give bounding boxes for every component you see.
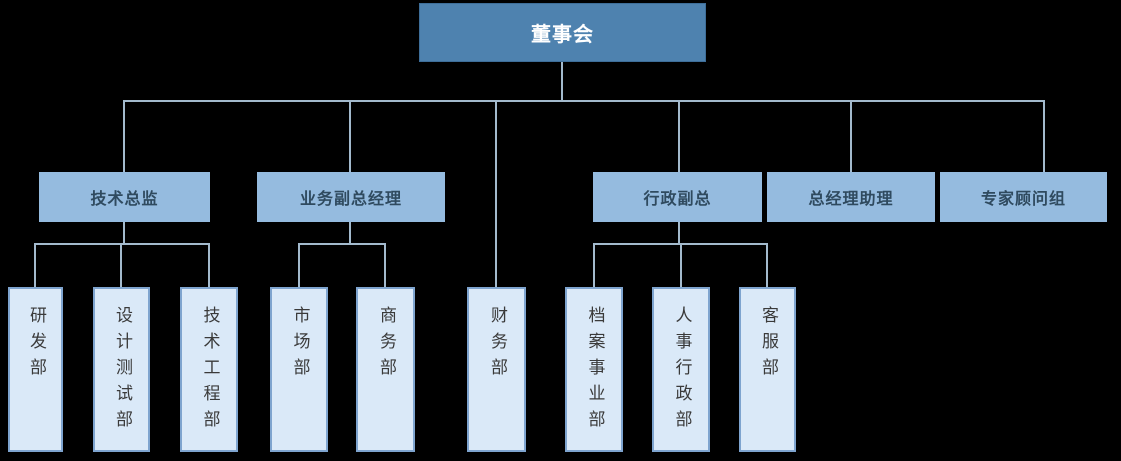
connector-drop-rd-dept — [34, 243, 36, 287]
node-customer-service-dept-label: 客服部 — [758, 306, 778, 384]
node-rd-dept-label: 研发部 — [26, 306, 46, 384]
connector-stem-tech-director — [123, 222, 125, 245]
node-tech-director[interactable]: 技术总监 — [39, 172, 210, 222]
node-board-label: 董事会 — [531, 22, 594, 46]
node-design-test-dept[interactable]: 设计测试部 — [93, 287, 150, 452]
connector-drop-tech-director — [123, 100, 125, 172]
connector-main-trunk — [123, 100, 1045, 102]
node-marketing-dept-label: 市场部 — [289, 306, 310, 384]
connector-stem-admin-deputy — [678, 222, 680, 245]
node-gm-assistant[interactable]: 总经理助理 — [767, 172, 935, 222]
node-marketing-dept[interactable]: 市场部 — [270, 287, 328, 452]
node-expert-advisors[interactable]: 专家顾问组 — [940, 172, 1107, 222]
node-admin-deputy-label: 行政副总 — [643, 189, 712, 208]
node-tech-director-label: 技术总监 — [90, 189, 159, 208]
node-hr-admin-dept[interactable]: 人事行政部 — [652, 287, 710, 452]
node-board[interactable]: 董事会 — [419, 3, 706, 62]
node-hr-admin-dept-label: 人事行政部 — [671, 306, 692, 436]
node-rd-dept[interactable]: 研发部 — [8, 287, 63, 452]
connector-drop-marketing-dept — [298, 243, 300, 287]
node-tech-engineering-dept[interactable]: 技术工程部 — [180, 287, 238, 452]
node-tech-engineering-dept-label: 技术工程部 — [199, 306, 220, 436]
connector-drop-customer-service-dept — [766, 243, 768, 287]
connector-drop-tech-engineering-dept — [208, 243, 210, 287]
node-finance-dept[interactable]: 财务部 — [467, 287, 526, 452]
node-admin-deputy[interactable]: 行政副总 — [593, 172, 762, 222]
connector-drop-hr-admin-dept — [680, 243, 682, 287]
connector-drop-design-test-dept — [120, 243, 122, 287]
node-commerce-dept[interactable]: 商务部 — [356, 287, 415, 452]
connector-drop-commerce-dept — [384, 243, 386, 287]
node-business-deputy-gm-label: 业务副总经理 — [299, 189, 402, 208]
connector-subtrunk-tech-director — [34, 243, 210, 245]
connector-drop-business-deputy-gm — [349, 100, 351, 172]
node-business-deputy-gm[interactable]: 业务副总经理 — [257, 172, 445, 222]
connector-drop-admin-deputy — [678, 100, 680, 172]
node-archives-dept[interactable]: 档案事业部 — [565, 287, 623, 452]
connector-drop-expert-advisors — [1043, 100, 1045, 172]
connector-drop-archives-dept — [593, 243, 595, 287]
node-gm-assistant-label: 总经理助理 — [808, 189, 894, 208]
node-expert-advisors-label: 专家顾问组 — [980, 189, 1066, 208]
node-finance-dept-label: 财务部 — [487, 306, 507, 384]
node-design-test-dept-label: 设计测试部 — [112, 306, 132, 436]
connector-subtrunk-business-deputy-gm — [298, 243, 386, 245]
connector-stem-business-deputy-gm — [349, 222, 351, 245]
node-customer-service-dept[interactable]: 客服部 — [739, 287, 796, 452]
connector-drop-gm-assistant — [850, 100, 852, 172]
node-archives-dept-label: 档案事业部 — [584, 306, 605, 436]
connector-drop-finance-dept — [495, 100, 497, 287]
connector-root-stem — [561, 62, 563, 102]
node-commerce-dept-label: 商务部 — [376, 306, 396, 384]
